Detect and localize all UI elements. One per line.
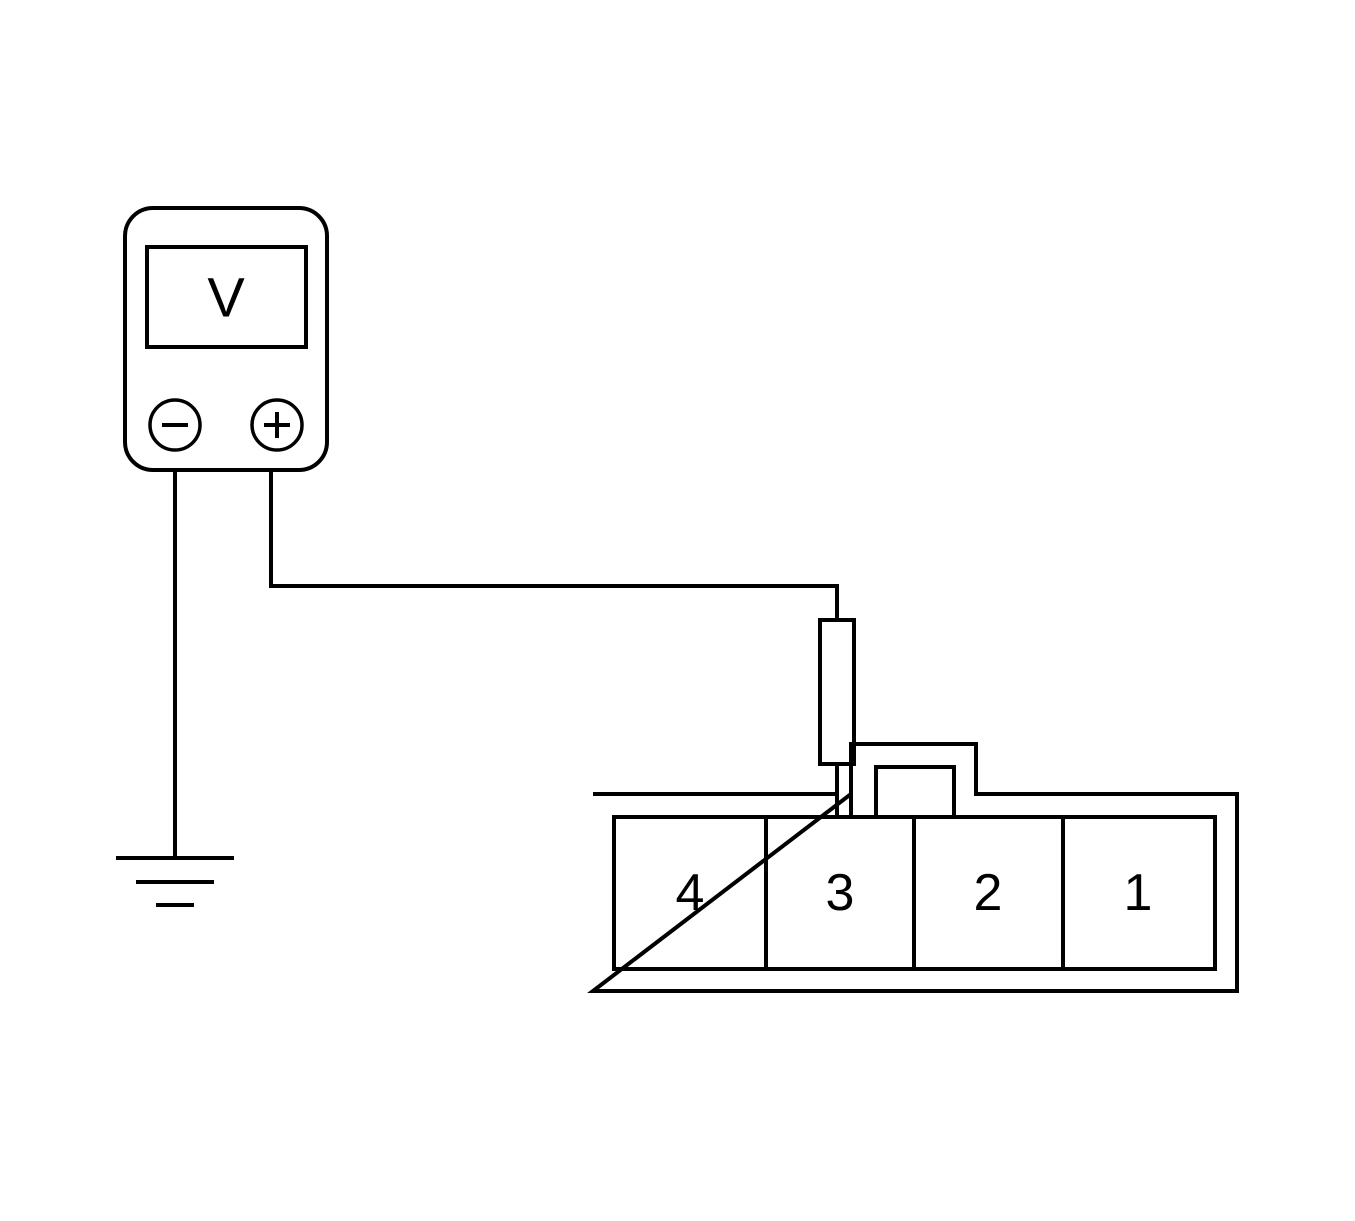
connector-housing [587,742,1239,993]
connector: 4 3 2 1 [587,742,1239,993]
back-probe[interactable] [818,618,856,817]
voltmeter: V − + [123,206,329,472]
positive-terminal[interactable]: + [250,398,304,452]
voltmeter-display-label: V [207,266,245,329]
positive-terminal-icon [250,398,304,452]
pin-label-1: 1 [1124,864,1153,922]
connector-latch [874,765,956,819]
positive-lead-wire [269,470,839,620]
pin-label-3: 3 [826,864,855,922]
back-probe-body [818,618,856,766]
voltmeter-display [145,245,308,349]
negative-terminal[interactable]: − [148,398,202,452]
negative-terminal-icon [148,398,202,452]
voltmeter-body [123,206,329,472]
pin-label-4: 4 [676,864,705,922]
ground-symbol-icon [116,856,234,907]
pin-label-2: 2 [974,864,1003,922]
